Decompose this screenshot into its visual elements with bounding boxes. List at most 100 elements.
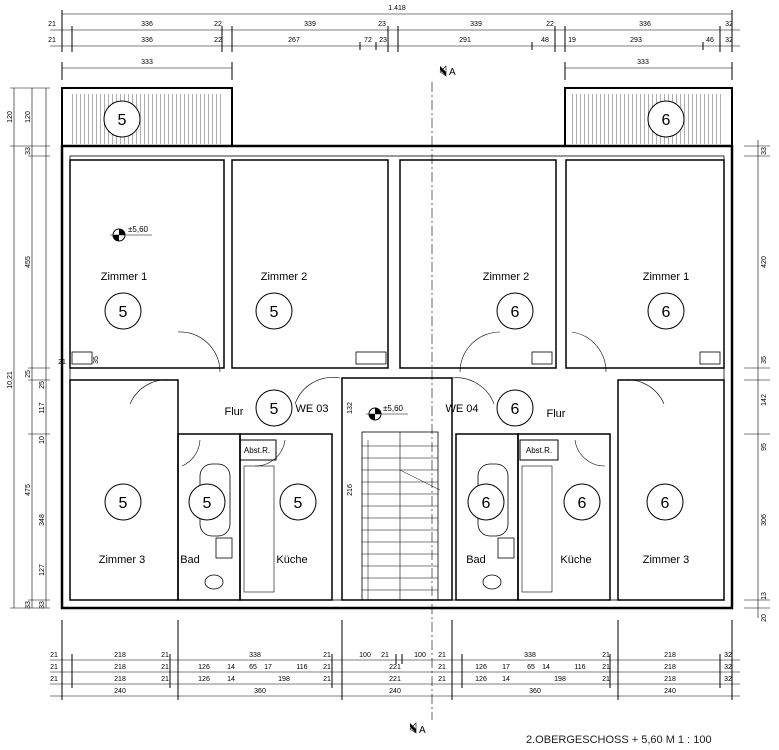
room-label: Küche <box>560 554 591 566</box>
top-dimension-values: 1.418 21 336 22 339 23 339 22 336 32 21 … <box>48 5 733 66</box>
svg-text:10,21: 10,21 <box>7 371 14 389</box>
svg-text:21: 21 <box>50 664 58 671</box>
svg-text:33: 33 <box>39 601 46 609</box>
svg-text:95: 95 <box>761 443 768 451</box>
walls <box>60 144 734 610</box>
svg-text:126: 126 <box>198 664 210 671</box>
svg-text:46: 46 <box>706 37 714 44</box>
svg-text:100: 100 <box>359 652 371 659</box>
svg-text:23: 23 <box>378 21 386 28</box>
svg-text:291: 291 <box>459 37 471 44</box>
svg-text:218: 218 <box>114 676 126 683</box>
room-label: WE 04 <box>445 403 478 415</box>
svg-text:A: A <box>419 725 426 736</box>
svg-text:218: 218 <box>664 652 676 659</box>
svg-text:360: 360 <box>254 688 266 695</box>
svg-text:216: 216 <box>347 484 354 496</box>
svg-text:6: 6 <box>511 304 520 321</box>
unit-marker: 5 <box>279 483 317 521</box>
svg-text:21: 21 <box>323 676 331 683</box>
svg-text:32: 32 <box>724 652 732 659</box>
svg-text:348: 348 <box>39 514 46 526</box>
svg-text:6: 6 <box>482 495 491 512</box>
svg-text:116: 116 <box>574 664 585 671</box>
balcony-right <box>564 87 733 147</box>
svg-text:100: 100 <box>414 652 426 659</box>
svg-text:21: 21 <box>602 652 610 659</box>
svg-text:19: 19 <box>568 37 576 44</box>
left-dimensions <box>10 87 50 609</box>
svg-text:198: 198 <box>278 676 290 683</box>
svg-text:32: 32 <box>725 21 733 28</box>
svg-text:21: 21 <box>323 664 331 671</box>
svg-text:120: 120 <box>25 111 32 123</box>
svg-text:33: 33 <box>25 601 32 609</box>
svg-text:240: 240 <box>114 688 126 695</box>
svg-text:±5,60: ±5,60 <box>383 404 404 413</box>
svg-text:14: 14 <box>502 676 510 683</box>
svg-text:5: 5 <box>270 401 279 418</box>
svg-text:5: 5 <box>118 112 127 129</box>
room-label: Zimmer 1 <box>101 271 147 283</box>
svg-text:475: 475 <box>25 484 32 496</box>
room-label: Flur <box>547 408 566 420</box>
top-dimensions <box>50 10 740 80</box>
room-label: Bad <box>180 554 200 566</box>
room-label: WE 03 <box>295 403 328 415</box>
bottom-dimensions <box>50 620 740 700</box>
svg-text:14: 14 <box>227 676 235 683</box>
room-label: Zimmer 2 <box>483 271 529 283</box>
svg-text:22: 22 <box>546 21 554 28</box>
unit-marker: 5 <box>255 389 293 427</box>
unit-marker: 5 <box>188 483 226 521</box>
unit-marker: 5 <box>104 292 142 330</box>
svg-text:21: 21 <box>48 37 56 44</box>
room-label: Zimmer 3 <box>99 554 145 566</box>
svg-text:336: 336 <box>639 21 651 28</box>
room-label: Küche <box>276 554 307 566</box>
level-mark-center: ±5,60 <box>366 404 408 421</box>
svg-text:65: 65 <box>527 664 535 671</box>
svg-text:10: 10 <box>39 436 46 444</box>
svg-text:198: 198 <box>554 676 566 683</box>
svg-text:32: 32 <box>725 37 733 44</box>
svg-text:293: 293 <box>630 37 642 44</box>
svg-text:21: 21 <box>602 676 610 683</box>
svg-text:267: 267 <box>288 37 300 44</box>
svg-text:A: A <box>449 67 456 78</box>
svg-text:420: 420 <box>761 256 768 268</box>
svg-text:221: 221 <box>389 664 401 671</box>
svg-text:23: 23 <box>379 37 387 44</box>
unit-marker: 6 <box>563 483 601 521</box>
svg-text:218: 218 <box>664 664 676 671</box>
unit-marker: 5 <box>103 100 141 138</box>
svg-text:17: 17 <box>502 664 510 671</box>
svg-text:32: 32 <box>724 676 732 683</box>
unit-marker: 6 <box>647 292 685 330</box>
unit-marker: 5 <box>104 483 142 521</box>
svg-text:240: 240 <box>389 688 401 695</box>
svg-text:132: 132 <box>347 402 354 414</box>
svg-text:218: 218 <box>664 676 676 683</box>
room-label: Abst.R. <box>244 446 270 455</box>
svg-text:72: 72 <box>364 37 372 44</box>
svg-text:5: 5 <box>119 495 128 512</box>
unit-marker: 5 <box>255 292 293 330</box>
svg-text:33: 33 <box>761 147 768 155</box>
unit-marker: 6 <box>496 292 534 330</box>
svg-text:240: 240 <box>664 688 676 695</box>
svg-text:21: 21 <box>438 676 446 683</box>
room-labels: Zimmer 1 Zimmer 2 Zimmer 2 Zimmer 1 Zimm… <box>99 271 689 566</box>
svg-text:338: 338 <box>249 652 261 659</box>
svg-text:35: 35 <box>93 356 100 364</box>
svg-text:333: 333 <box>141 59 153 66</box>
svg-text:21: 21 <box>381 652 389 659</box>
svg-text:21: 21 <box>161 652 169 659</box>
svg-text:306: 306 <box>761 514 768 526</box>
svg-text:6: 6 <box>662 304 671 321</box>
svg-text:6: 6 <box>662 112 671 129</box>
overall-width: 1.418 <box>388 5 406 12</box>
svg-text:120: 120 <box>7 111 14 123</box>
svg-text:21: 21 <box>48 21 56 28</box>
svg-text:5: 5 <box>119 304 128 321</box>
